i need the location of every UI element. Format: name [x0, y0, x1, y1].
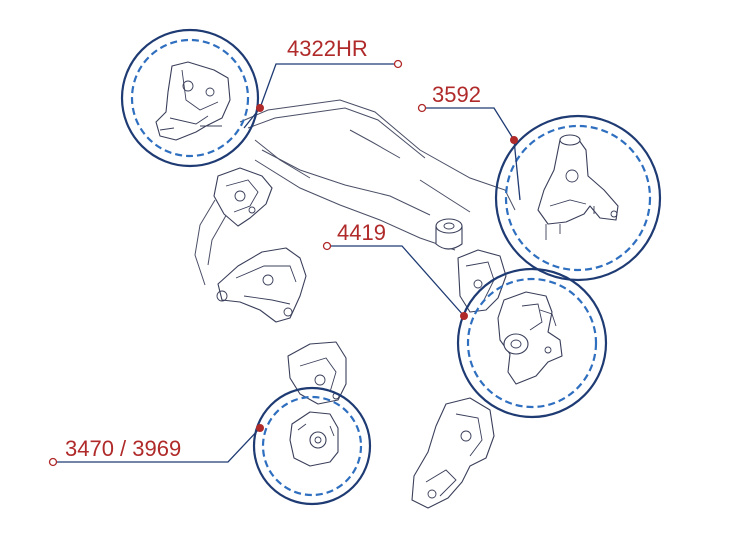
callout-ring-inner — [261, 395, 363, 497]
leader-dot — [510, 136, 518, 144]
callout-ring-inner — [504, 124, 652, 272]
leader-end-marker — [48, 457, 58, 467]
callout-3470-3969: 3470 / 3969 — [48, 386, 372, 506]
leader-dot — [256, 104, 264, 112]
callout-label: 3592 — [432, 82, 481, 107]
leader-dot — [460, 312, 468, 320]
mount-part-4419 — [497, 291, 563, 385]
bracket-bottom-right — [411, 397, 495, 509]
leader-line — [53, 427, 261, 463]
callout-ring-outer — [456, 267, 608, 419]
leader-end-marker — [322, 241, 332, 251]
callout-ring-outer — [494, 114, 662, 282]
mount-part-4322hr — [155, 61, 231, 141]
engine-outline — [194, 99, 516, 286]
leader-dot — [256, 424, 264, 432]
leader-line — [422, 107, 521, 201]
bracket-upper-left — [213, 167, 273, 227]
bracket-lower-left — [216, 247, 307, 323]
callout-4322hr: 4322HR — [120, 28, 403, 168]
callouts: 4322HR 3592 4419 3470 / 3969 — [48, 28, 662, 506]
mount-part-3470-3969 — [289, 411, 339, 467]
callout-ring-outer — [120, 28, 260, 168]
leader-line — [243, 63, 398, 129]
callout-label: 4419 — [337, 220, 386, 245]
callout-label: 3470 / 3969 — [65, 436, 181, 461]
callout-4419: 4419 — [322, 220, 608, 419]
callout-ring-inner — [130, 38, 250, 158]
leader-end-marker — [393, 59, 403, 69]
callout-ring-outer — [252, 386, 372, 506]
leader-end-marker — [417, 103, 427, 113]
callout-label: 4322HR — [287, 36, 368, 61]
rubber-bushing — [435, 218, 463, 250]
callout-3592: 3592 — [417, 82, 662, 282]
bracket-middle — [457, 249, 507, 313]
leader-line — [327, 245, 465, 317]
mount-part-3592 — [537, 134, 619, 240]
callout-ring-inner — [466, 277, 598, 409]
